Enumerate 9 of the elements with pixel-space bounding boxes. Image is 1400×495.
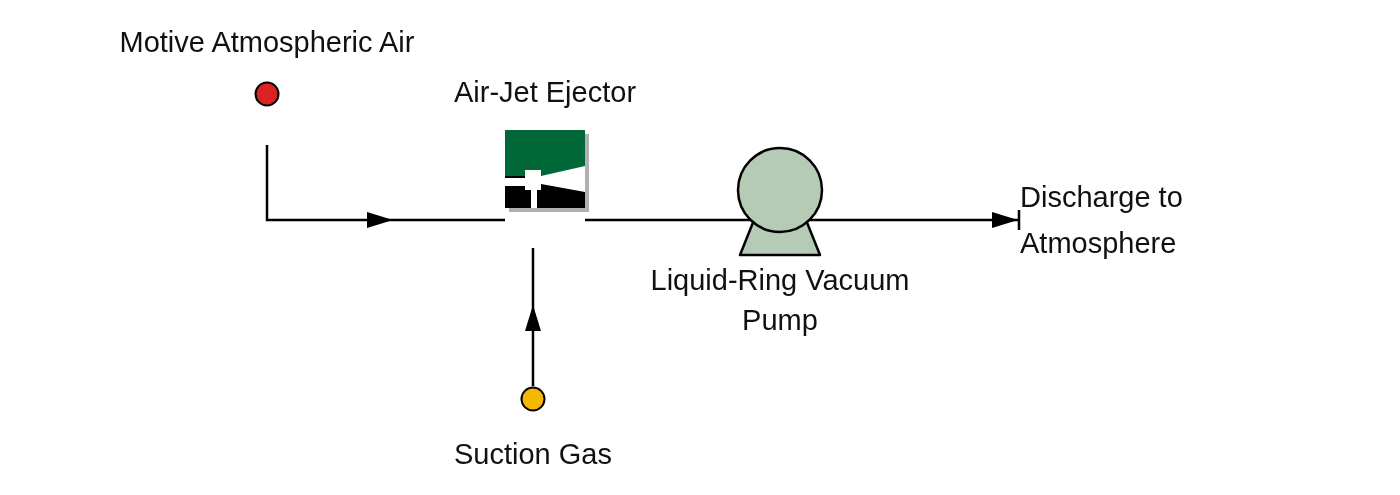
node-label: Motive Atmospheric Air <box>119 25 415 60</box>
node-label: Discharge to Atmosphere <box>1020 180 1184 261</box>
node-label: Liquid-Ring Vacuum Pump <box>649 263 911 338</box>
flow-line <box>809 208 1021 232</box>
flow-line <box>585 218 751 222</box>
flow-line <box>265 145 505 228</box>
node-label: Air-Jet Ejector <box>453 75 637 110</box>
node-label: Suction Gas <box>454 437 612 472</box>
flow-line <box>525 248 541 386</box>
